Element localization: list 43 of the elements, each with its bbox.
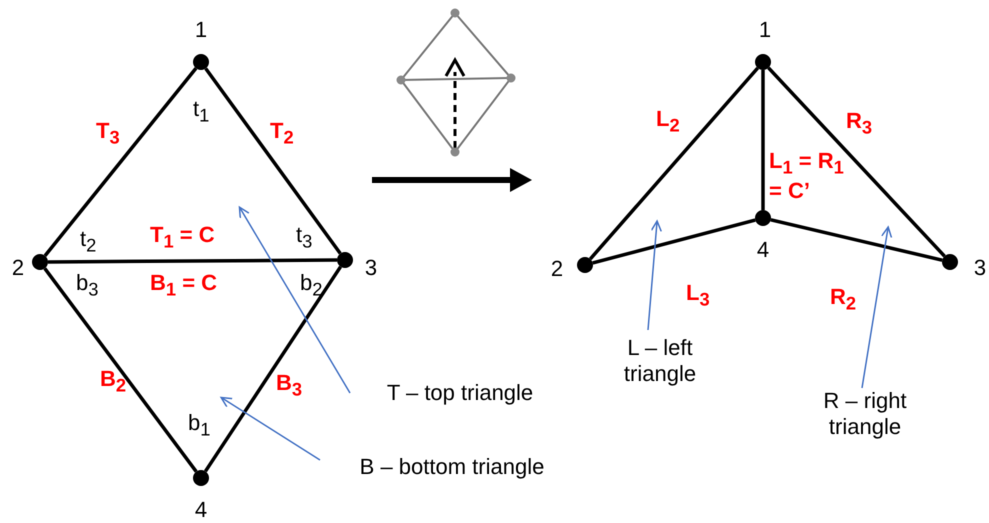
leader-line bbox=[647, 220, 662, 330]
triangle-edge bbox=[592, 218, 756, 265]
angle-label: b$_{2}$ bbox=[300, 270, 322, 300]
leader-line bbox=[861, 226, 892, 388]
edge-label: B$_{3}$ bbox=[276, 370, 302, 400]
vertex-number: 1 bbox=[194, 17, 208, 43]
callout-text: T – top triangle bbox=[360, 380, 560, 406]
angle-label: b$_{3}$ bbox=[76, 270, 98, 300]
triangle-edge bbox=[204, 266, 342, 472]
edge-label: L$_{1}$ = R$_{1}$ = C’ bbox=[769, 148, 845, 204]
callout-text: L – left triangle bbox=[608, 335, 712, 387]
angle-label: t$_{1}$ bbox=[193, 96, 210, 126]
vertex-number: 1 bbox=[758, 17, 772, 43]
angle-label: b$_{1}$ bbox=[188, 410, 210, 440]
edge-label: R$_{2}$ bbox=[830, 284, 856, 314]
vertex-number: 3 bbox=[364, 255, 378, 281]
triangle-edge bbox=[767, 66, 946, 258]
angle-label: t$_{3}$ bbox=[296, 222, 312, 252]
callout-text: B – bottom triangle bbox=[322, 454, 582, 480]
triangle-edge bbox=[48, 258, 338, 264]
edge-label: T$_{2}$ bbox=[270, 118, 294, 148]
triangle-edge bbox=[770, 218, 943, 262]
vertex-number: 3 bbox=[974, 255, 986, 281]
edge-label: B$_{2}$ bbox=[100, 366, 126, 396]
vertex-number: 2 bbox=[12, 255, 24, 281]
triangle-edge bbox=[44, 67, 198, 257]
triangle-edge bbox=[43, 267, 198, 473]
angle-label: t$_{2}$ bbox=[80, 226, 96, 256]
vertex-number: 4 bbox=[756, 237, 770, 263]
leader-line bbox=[238, 206, 351, 394]
edge-label: L$_{2}$ bbox=[656, 106, 680, 136]
side-label: B$_{1}$ = C bbox=[150, 270, 218, 300]
triangle-edge bbox=[588, 66, 760, 260]
triangle-edge bbox=[761, 70, 765, 210]
vertex-number: 4 bbox=[194, 497, 208, 523]
edge-label: L$_{3}$ bbox=[686, 280, 710, 310]
triangle-edge bbox=[204, 67, 342, 255]
leader-line bbox=[220, 396, 320, 461]
vertex-number: 2 bbox=[550, 256, 564, 282]
edge-label: T$_{3}$ bbox=[96, 118, 120, 148]
edge-label: T$_{1}$ = C bbox=[150, 222, 215, 252]
callout-text: R – right triangle bbox=[810, 388, 920, 440]
edge-label: R$_{3}$ bbox=[846, 108, 872, 138]
